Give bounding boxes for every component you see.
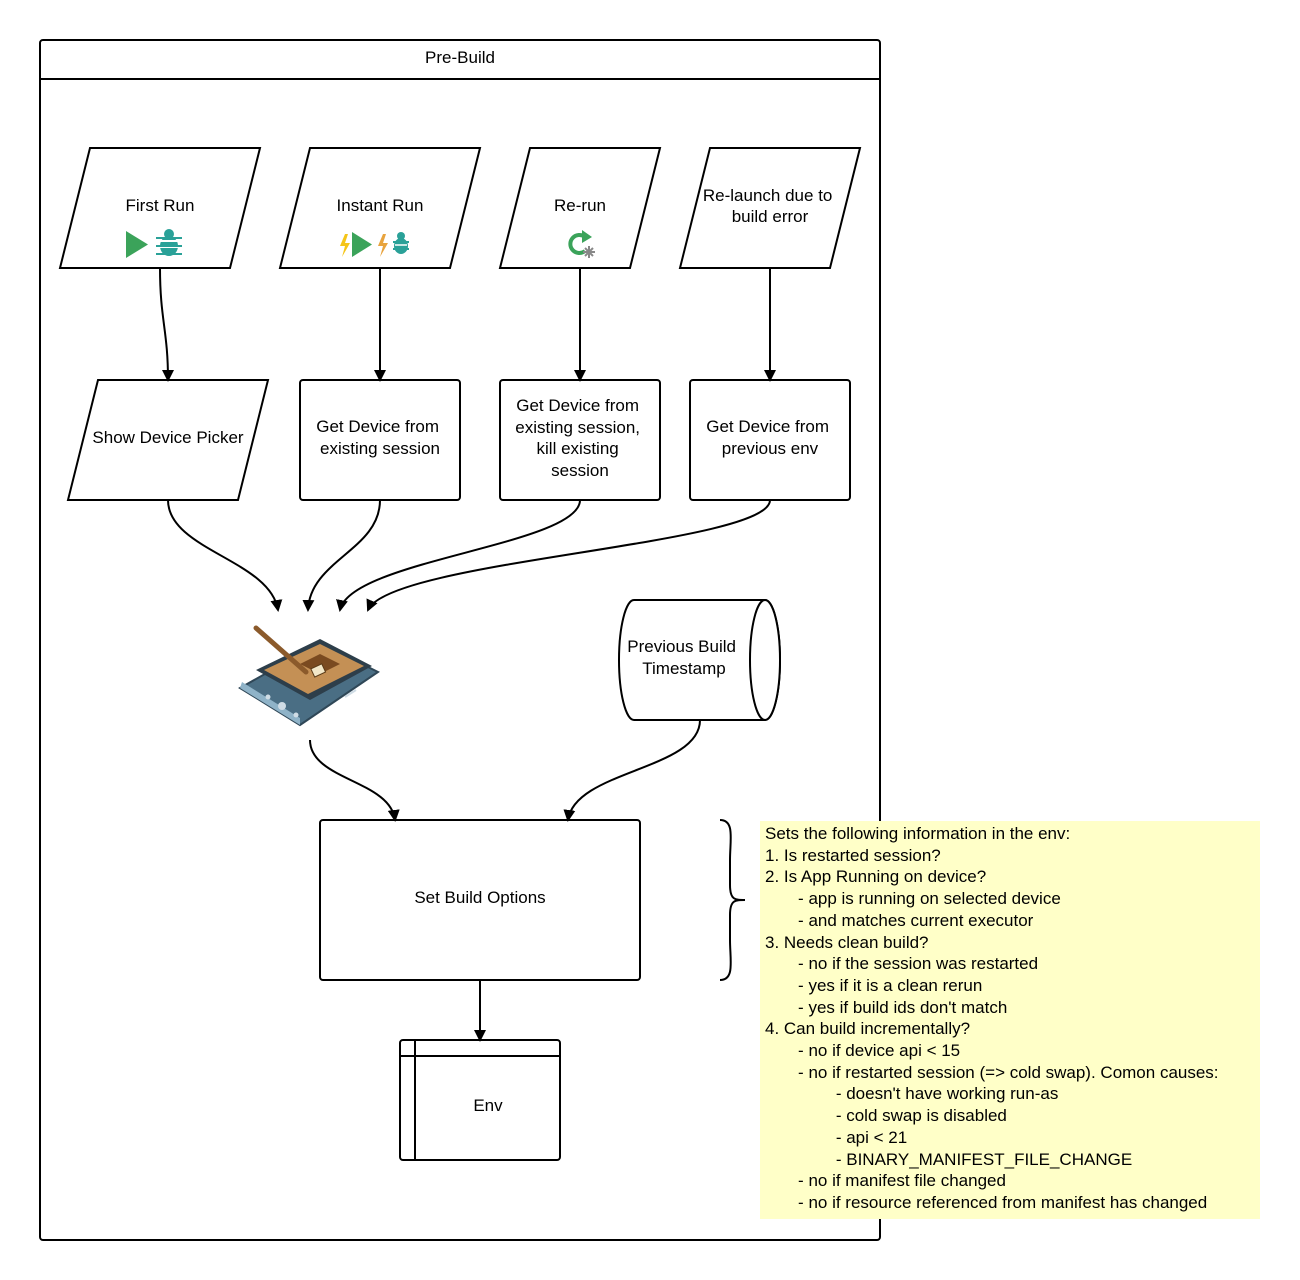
instant-run-label: Instant Run [337,196,424,215]
note-line: - yes if it is a clean rerun [765,975,983,995]
handheld-device-icon [238,625,380,727]
relaunch-node: Re-launch due to build error [678,147,862,269]
note-line: 4. Can build incrementally? [765,1019,971,1039]
note-brace [719,819,746,981]
note-line: - no if restarted session (=> cold swap)… [765,1062,1219,1082]
edge-existing-to-device [302,499,381,612]
get-device-kill-node: Get Device from existing session, kill e… [499,379,661,501]
note-line: - doesn't have working run-as [765,1084,1059,1104]
note-line: - app is running on selected device [765,889,1061,909]
note-line: - and matches current executor [765,910,1034,930]
rerun-label: Re-run [554,196,606,215]
env-node: Env [399,1039,561,1161]
env-label: Env [473,1096,503,1115]
get-device-previous-label: Get Device from previous env [706,417,834,458]
note-line: - yes if build ids don't match [765,997,1008,1017]
note-line: 2. Is App Running on device? [765,867,987,887]
note-line: - no if manifest file changed [765,1171,1006,1191]
get-device-kill-label: Get Device from existing session, kill e… [515,396,644,480]
edges [159,267,776,1042]
set-build-options-node: Set Build Options [319,819,641,981]
edge-previous-to-device [366,499,771,612]
note-line: - cold swap is disabled [765,1106,1007,1126]
first-run-node: First Run [58,147,262,269]
note-line: 3. Needs clean build? [765,932,929,952]
container-title: Pre-Build [425,48,495,67]
relaunch-label: Re-launch due to build error [703,186,837,226]
get-device-previous-node: Get Device from previous env [689,379,851,501]
previous-build-timestamp-label: Previous Build Timestamp [627,637,740,678]
note-line: - no if resource referenced from manifes… [765,1192,1208,1212]
note-line: - no if device api < 15 [765,1041,961,1061]
debug-bug-icon [156,229,182,256]
edge-device-to-options [309,739,400,822]
edge-timestamp-to-options [563,719,701,822]
note-line: - no if the session was restarted [765,954,1039,974]
previous-build-timestamp-node: Previous Build Timestamp [618,599,781,721]
instant-run-node: Instant Run [278,147,482,269]
note-line: Sets the following information in the en… [765,824,1071,843]
set-build-options-label: Set Build Options [414,888,545,907]
sticky-note: Sets the following information in the en… [760,821,1260,1219]
note-line: - BINARY_MANIFEST_FILE_CHANGE [765,1149,1133,1169]
run-play-icon [126,231,148,258]
note-line: 1. Is restarted session? [765,845,941,865]
first-run-label: First Run [126,196,195,215]
pre-build-container: Pre-Build [39,39,881,1241]
show-device-picker-label: Show Device Picker [92,428,244,447]
instant-debug-icon [378,232,409,257]
edge-first-run-to-picker [159,267,174,382]
show-device-picker-node: Show Device Picker [66,379,270,501]
get-device-existing-node: Get Device from existing session [299,379,461,501]
edge-kill-to-device [336,499,581,612]
rerun-icon [568,230,595,258]
get-device-existing-label: Get Device from existing session [316,417,444,458]
instant-run-icon [340,232,372,257]
rerun-node: Re-run [498,147,662,269]
edge-picker-to-device [167,499,283,612]
note-line: - api < 21 [765,1127,908,1147]
